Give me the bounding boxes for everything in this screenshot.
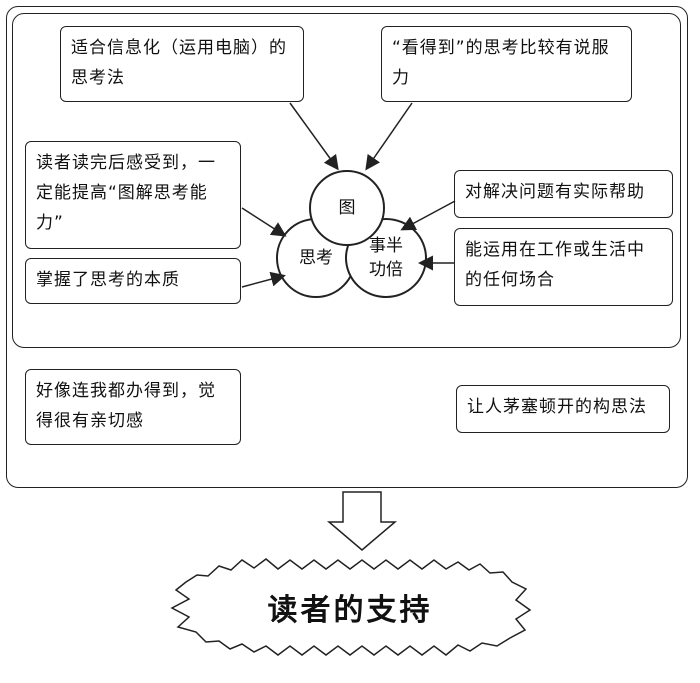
arrow-right-upper — [400, 200, 456, 231]
reason-text: 适合信息化（运用电脑）的思考法 — [71, 38, 287, 88]
reason-box-right-lower: 能运用在工作或生活中的任何场合 — [454, 228, 673, 306]
reason-box-top-right: “看得到”的思考比较有说服力 — [381, 26, 632, 102]
circle-label: 图 — [338, 198, 356, 218]
reason-text: 让人茅塞顿开的构思法 — [467, 397, 647, 417]
result-label: 读者的支持 — [267, 593, 433, 628]
arrow-top-right — [365, 102, 413, 171]
reason-box-right-upper: 对解决问题有实际帮助 — [454, 170, 673, 218]
circle-top: 图 — [309, 170, 385, 246]
reason-text: “看得到”的思考比较有说服力 — [392, 38, 610, 88]
reason-box-top-left: 适合信息化（运用电脑）的思考法 — [60, 26, 304, 102]
circle-label: 事半功倍 — [369, 236, 403, 280]
reason-text: 好像连我都办得到，觉得很有亲切感 — [36, 381, 216, 431]
reason-box-outer-left: 好像连我都办得到，觉得很有亲切感 — [25, 369, 241, 445]
circle-label: 思考 — [299, 248, 333, 268]
arrow-left-lower — [241, 271, 286, 288]
reason-box-left-upper: 读者读完后感受到，一定能提高“图解思考能力” — [25, 141, 241, 249]
reason-text: 对解决问题有实际帮助 — [465, 182, 645, 202]
arrow-top-left — [289, 102, 339, 171]
starburst-shape — [170, 558, 532, 656]
arrow-left-upper — [241, 207, 287, 237]
reason-text: 读者读完后感受到，一定能提高“图解思考能力” — [36, 153, 216, 233]
reason-text: 掌握了思考的本质 — [36, 270, 180, 290]
reason-box-left-lower: 掌握了思考的本质 — [25, 258, 241, 304]
down-arrow — [326, 491, 398, 551]
reason-text: 能运用在工作或生活中的任何场合 — [465, 240, 645, 290]
reason-box-outer-right: 让人茅塞顿开的构思法 — [456, 385, 670, 433]
